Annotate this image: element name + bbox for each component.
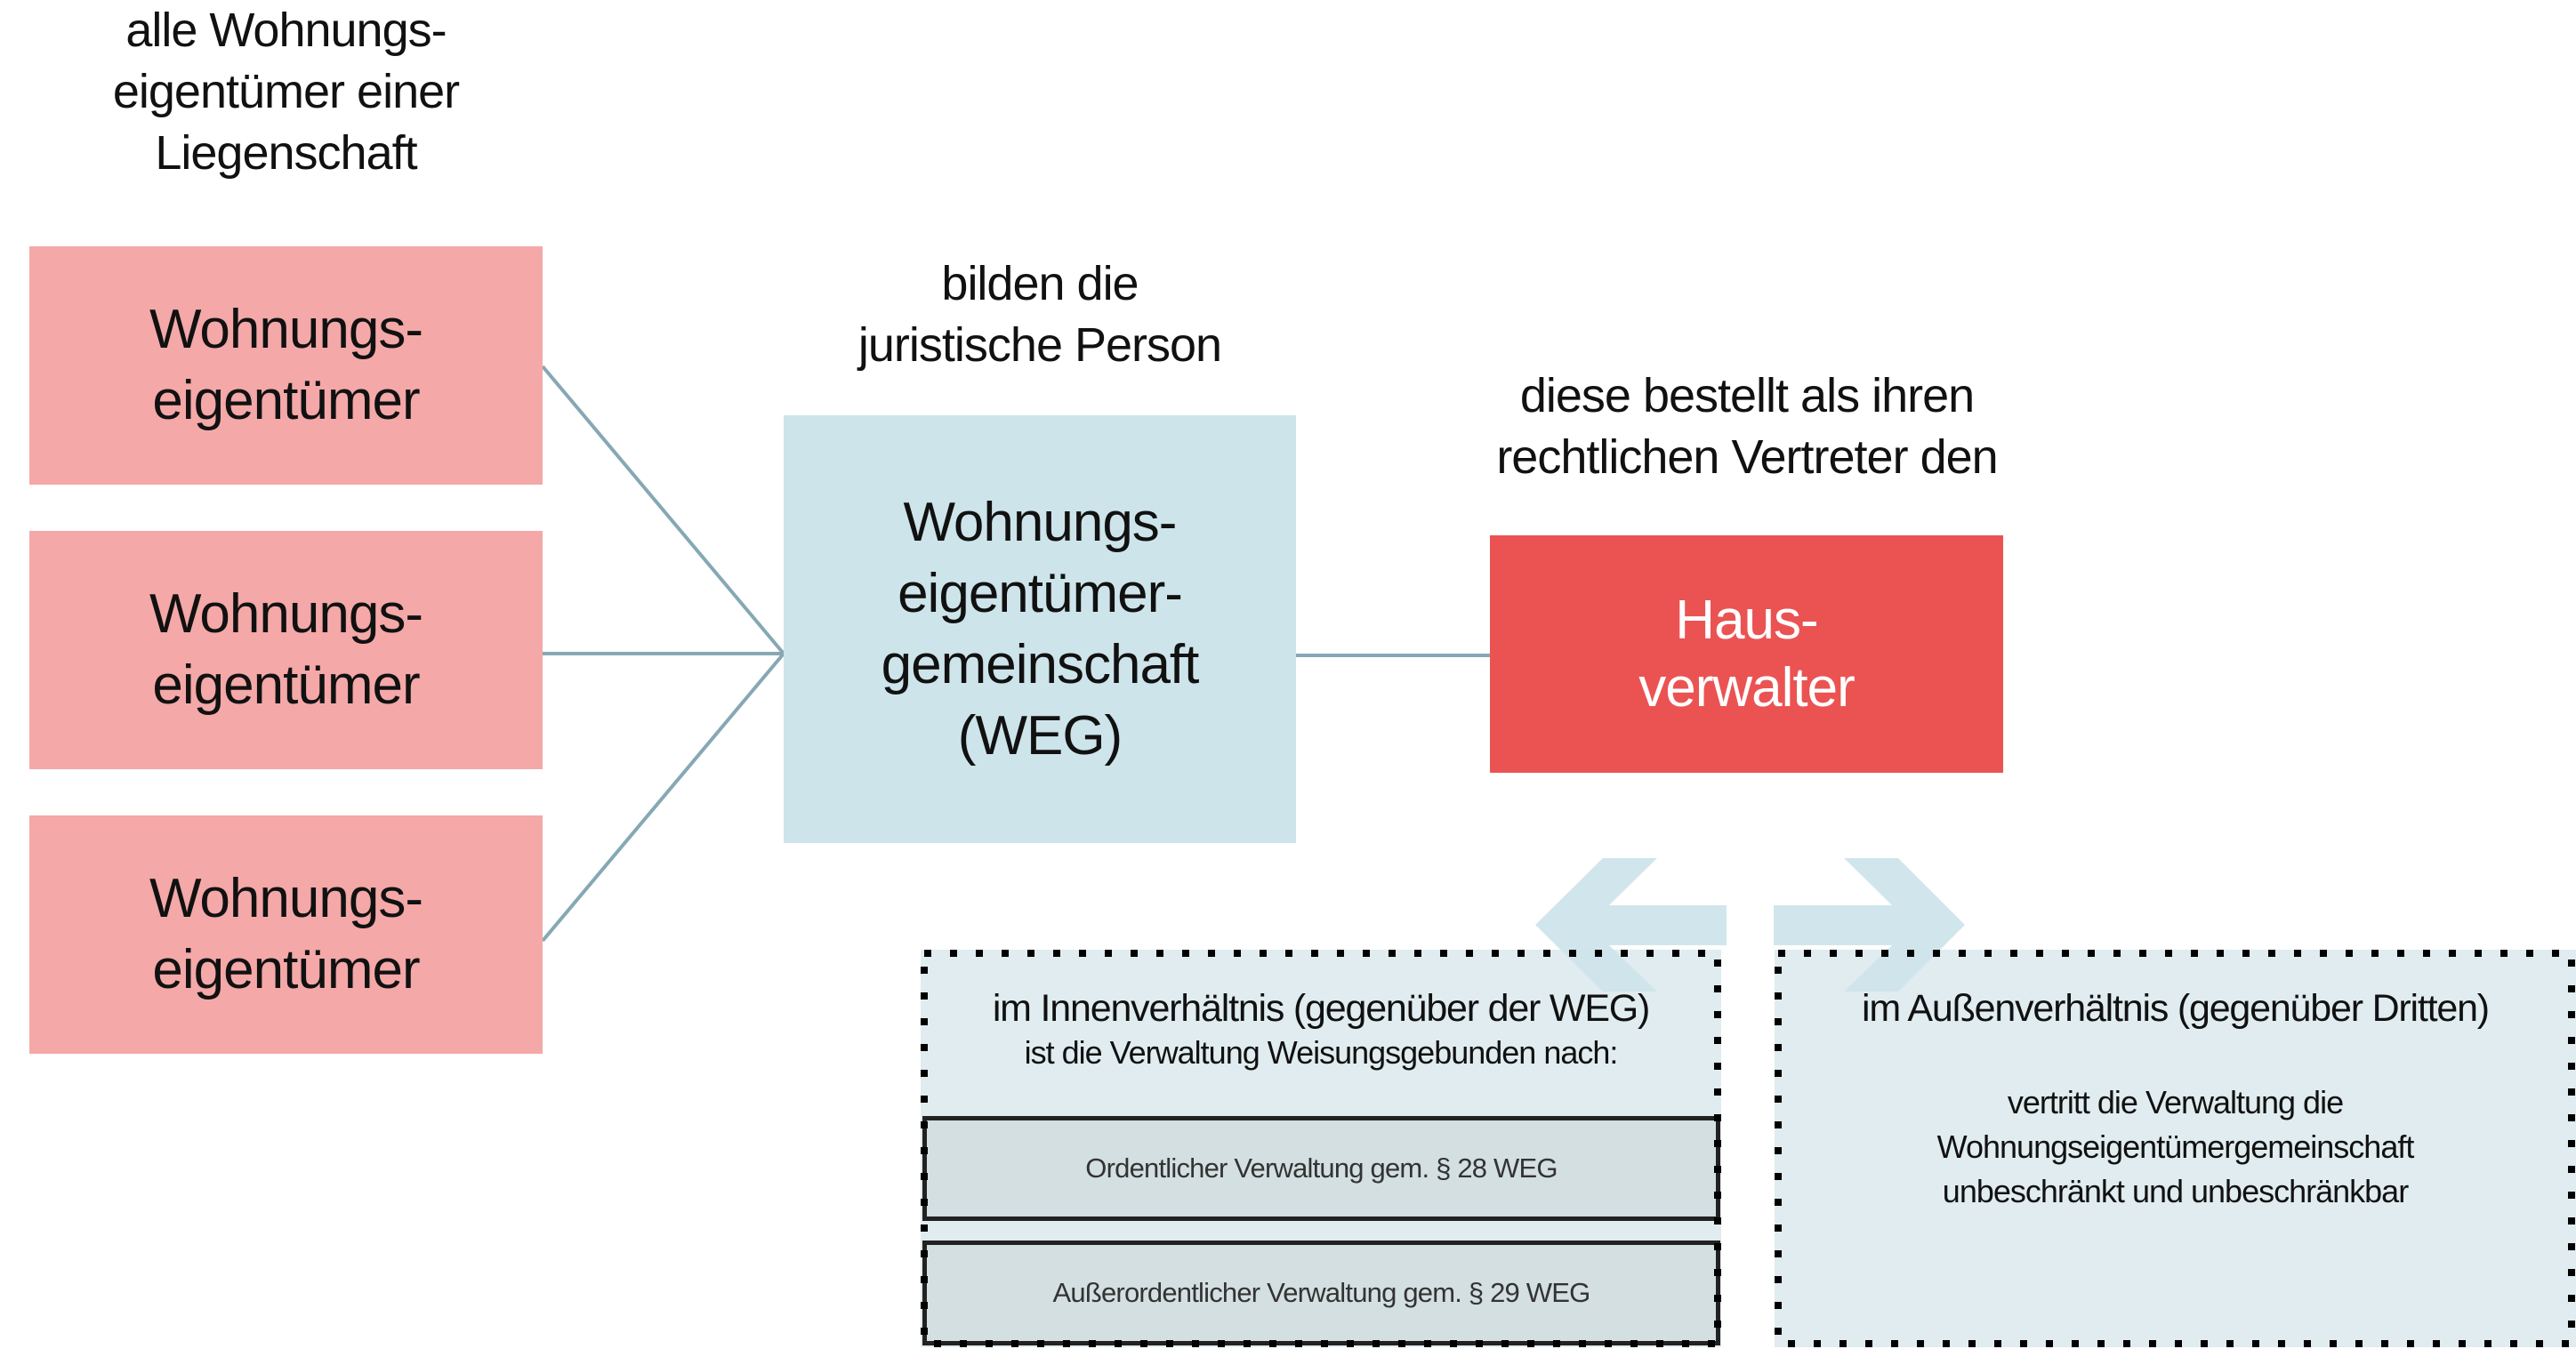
inner-panel-title: im Innenverhältnis (gegenüber der WEG) <box>992 987 1651 1030</box>
extraordinary-administration-label: Außerordentlicher Verwaltung gem. § 29 W… <box>1052 1277 1591 1308</box>
connector-owner-1 <box>541 365 785 655</box>
arrow-left-icon <box>1535 858 1727 992</box>
owner-label-line: Wohnungs- <box>149 299 423 360</box>
ordinary-administration-box: Ordentlicher Verwaltung gem. § 28 WEG <box>922 1116 1720 1221</box>
verwalter-label-line: Haus- <box>1675 589 1818 651</box>
outer-panel-body: vertritt die Verwaltung die Wohnungseige… <box>1775 1080 2576 1214</box>
owner-label-line: Wohnungs- <box>149 583 423 645</box>
outer-panel-dotted-border <box>1775 950 2575 1347</box>
weg-label-line: Wohnungs- <box>903 491 1178 553</box>
weg-caption: bilden die juristische Person <box>784 253 1296 376</box>
weg-label-line: eigentümer- <box>898 562 1183 624</box>
weg-caption-line: juristische Person <box>857 318 1222 372</box>
verwalter-caption: diese bestellt als ihren rechtlichen Ver… <box>1423 365 2071 488</box>
weg-box: Wohnungs- eigentümer- gemeinschaft (WEG) <box>784 415 1296 843</box>
connector-owner-3 <box>541 652 785 943</box>
verwalter-label-line: verwalter <box>1638 656 1856 719</box>
owner-label-line: Wohnungs- <box>149 868 423 929</box>
weg-label-line: (WEG) <box>957 704 1123 767</box>
owner-box: Wohnungs- eigentümer <box>29 531 543 769</box>
verwalter-caption-line: rechtlichen Vertreter den <box>1496 430 1998 484</box>
verwalter-caption-line: diese bestellt als ihren <box>1519 369 1975 422</box>
owners-caption-line: alle Wohnungs- <box>125 4 447 57</box>
weg-label-line: gemeinschaft <box>881 633 1200 695</box>
inner-panel-subtitle: ist die Verwaltung Weisungsgebunden nach… <box>1024 1034 1619 1071</box>
weg-caption-line: bilden die <box>941 257 1139 310</box>
owners-caption-line: Liegenschaft <box>155 126 417 180</box>
hausverwalter-box: Haus- verwalter <box>1490 535 2003 773</box>
owners-caption-line: eigentümer einer <box>112 65 460 118</box>
outer-relationship-panel: im Außenverhältnis (gegenüber Dritten) v… <box>1775 950 2576 1347</box>
owner-box: Wohnungs- eigentümer <box>29 815 543 1054</box>
owner-box: Wohnungs- eigentümer <box>29 246 543 485</box>
outer-panel-title: im Außenverhältnis (gegenüber Dritten) <box>1862 987 2490 1030</box>
arrow-right-icon <box>1774 858 1965 992</box>
owner-label-line: eigentümer <box>152 654 420 716</box>
owner-label-line: eigentümer <box>152 370 420 431</box>
outer-panel-body-line: vertritt die Verwaltung die <box>2007 1084 2344 1120</box>
ordinary-administration-label: Ordentlicher Verwaltung gem. § 28 WEG <box>1085 1152 1558 1184</box>
inner-panel-dotted-border <box>921 950 1721 1347</box>
outer-panel-body-line: unbeschränkt und unbeschränkbar <box>1942 1173 2409 1209</box>
owner-label-line: eigentümer <box>152 939 420 1000</box>
owners-caption: alle Wohnungs- eigentümer einer Liegensc… <box>29 0 543 184</box>
outer-panel-body-line: Wohnungseigentümergemeinschaft <box>1936 1128 2415 1165</box>
